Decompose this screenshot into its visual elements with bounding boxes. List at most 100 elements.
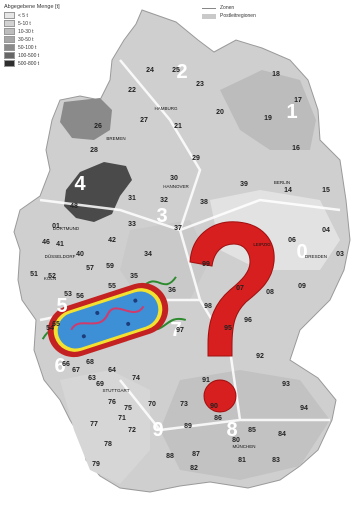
region-number: 85 <box>248 427 256 434</box>
region-number: 80 <box>232 437 240 444</box>
key-zones-label: Zonen <box>220 5 235 11</box>
region-number: 74 <box>132 375 140 382</box>
legend-label: 500-800 t <box>18 60 40 67</box>
region-number: 31 <box>128 195 136 202</box>
region-number: 99 <box>202 261 210 268</box>
region-number: 37 <box>174 225 182 232</box>
region-number: 34 <box>144 251 152 258</box>
region-number: 38 <box>200 199 208 206</box>
region-number: 93 <box>282 381 290 388</box>
region-number: 46 <box>42 239 50 246</box>
region-number: 66 <box>62 361 70 368</box>
legend-swatch <box>4 44 15 51</box>
region-number: 70 <box>148 401 156 408</box>
region-number: 21 <box>174 123 182 130</box>
region-south <box>160 370 330 480</box>
legend-swatch <box>4 28 15 35</box>
region-number: 77 <box>90 421 98 428</box>
region-number: 71 <box>118 415 126 422</box>
legend-label: 5-10 t <box>18 20 31 27</box>
region-number: 79 <box>92 461 100 468</box>
city-label: KÖLN <box>44 275 56 281</box>
region-number: 33 <box>128 221 136 228</box>
region-mid-east <box>210 190 340 270</box>
region-number: 81 <box>238 457 246 464</box>
legend-label: 30-50 t <box>18 36 34 43</box>
legend-swatch <box>4 36 15 43</box>
city-label: LEIPZIG <box>253 242 271 247</box>
region-swatch-icon <box>202 13 216 19</box>
zone-number: 1 <box>286 101 297 123</box>
region-number: 04 <box>322 227 330 234</box>
zone-number: 9 <box>152 419 163 441</box>
region-number: 09 <box>298 283 306 290</box>
region-number: 67 <box>72 367 80 374</box>
region-southwest <box>60 370 150 484</box>
region-number: 54 <box>46 325 54 332</box>
city-label: DORTMUND <box>53 226 80 231</box>
region-number: 78 <box>104 441 112 448</box>
zone-number: 5 <box>56 295 67 317</box>
key-zones: Zonen <box>202 4 302 12</box>
city-label: MÜNCHEN <box>233 443 256 449</box>
region-number: 22 <box>128 87 136 94</box>
region-number: 88 <box>166 453 174 460</box>
region-number: 87 <box>192 451 200 458</box>
zone-number: 7 <box>170 319 181 341</box>
region-dark-nw <box>64 162 132 222</box>
region-number: 53 <box>64 291 72 298</box>
city-label: HAMBURG <box>154 106 178 111</box>
city-label: HANNOVER <box>163 184 189 189</box>
region-number: 17 <box>294 97 302 104</box>
legend-row: < 5 t <box>4 12 114 19</box>
zone-number: 4 <box>74 173 86 195</box>
region-number: 27 <box>140 117 148 124</box>
region-number: 72 <box>128 427 136 434</box>
legend-row: 100-500 t <box>4 52 114 59</box>
region-number: 16 <box>292 145 300 152</box>
city-label: DRESDEN <box>305 254 327 259</box>
legend-swatch <box>4 52 15 59</box>
city-label: STUTTGART <box>103 388 130 393</box>
region-number: 18 <box>272 71 280 78</box>
region-number: 39 <box>240 181 248 188</box>
region-number: 95 <box>224 325 232 332</box>
legend-title: Abgegebene Menge [t] <box>4 4 60 10</box>
region-number: 24 <box>146 67 154 74</box>
region-number: 25 <box>172 67 180 74</box>
question-mark-icon <box>189 221 275 413</box>
region-number: 57 <box>86 265 94 272</box>
legend-label: 10-30 t <box>18 28 34 35</box>
region-number: 94 <box>300 405 308 412</box>
key-regions-label: Postleitregionen <box>220 13 256 19</box>
bacterium-icon <box>41 276 187 358</box>
region-number: 92 <box>256 353 264 360</box>
region-number: 30 <box>170 175 178 182</box>
city-label: DÜSSELDORF <box>45 253 76 259</box>
region-number: 63 <box>88 375 96 382</box>
region-number: 59 <box>106 263 114 270</box>
region-number: 29 <box>192 155 200 162</box>
legend-swatch <box>4 12 15 19</box>
region-number: 41 <box>56 241 64 248</box>
legend-row: 500-800 t <box>4 60 114 67</box>
region-number: 73 <box>180 401 188 408</box>
legend-row: 30-50 t <box>4 36 114 43</box>
region-number: 14 <box>284 187 292 194</box>
region-number: 83 <box>272 457 280 464</box>
region-number: 06 <box>288 237 296 244</box>
region-number: 76 <box>108 399 116 406</box>
region-number: 28 <box>90 147 98 154</box>
region-number: 65 <box>52 321 60 328</box>
region-number: 19 <box>264 115 272 122</box>
region-number: 07 <box>236 285 244 292</box>
city-label: BERLIN <box>274 180 290 185</box>
region-dark-north <box>60 98 112 140</box>
legend-swatch <box>4 60 15 67</box>
region-number: 82 <box>190 465 198 472</box>
region-number: 01 <box>52 223 60 230</box>
region-number: 98 <box>204 303 212 310</box>
